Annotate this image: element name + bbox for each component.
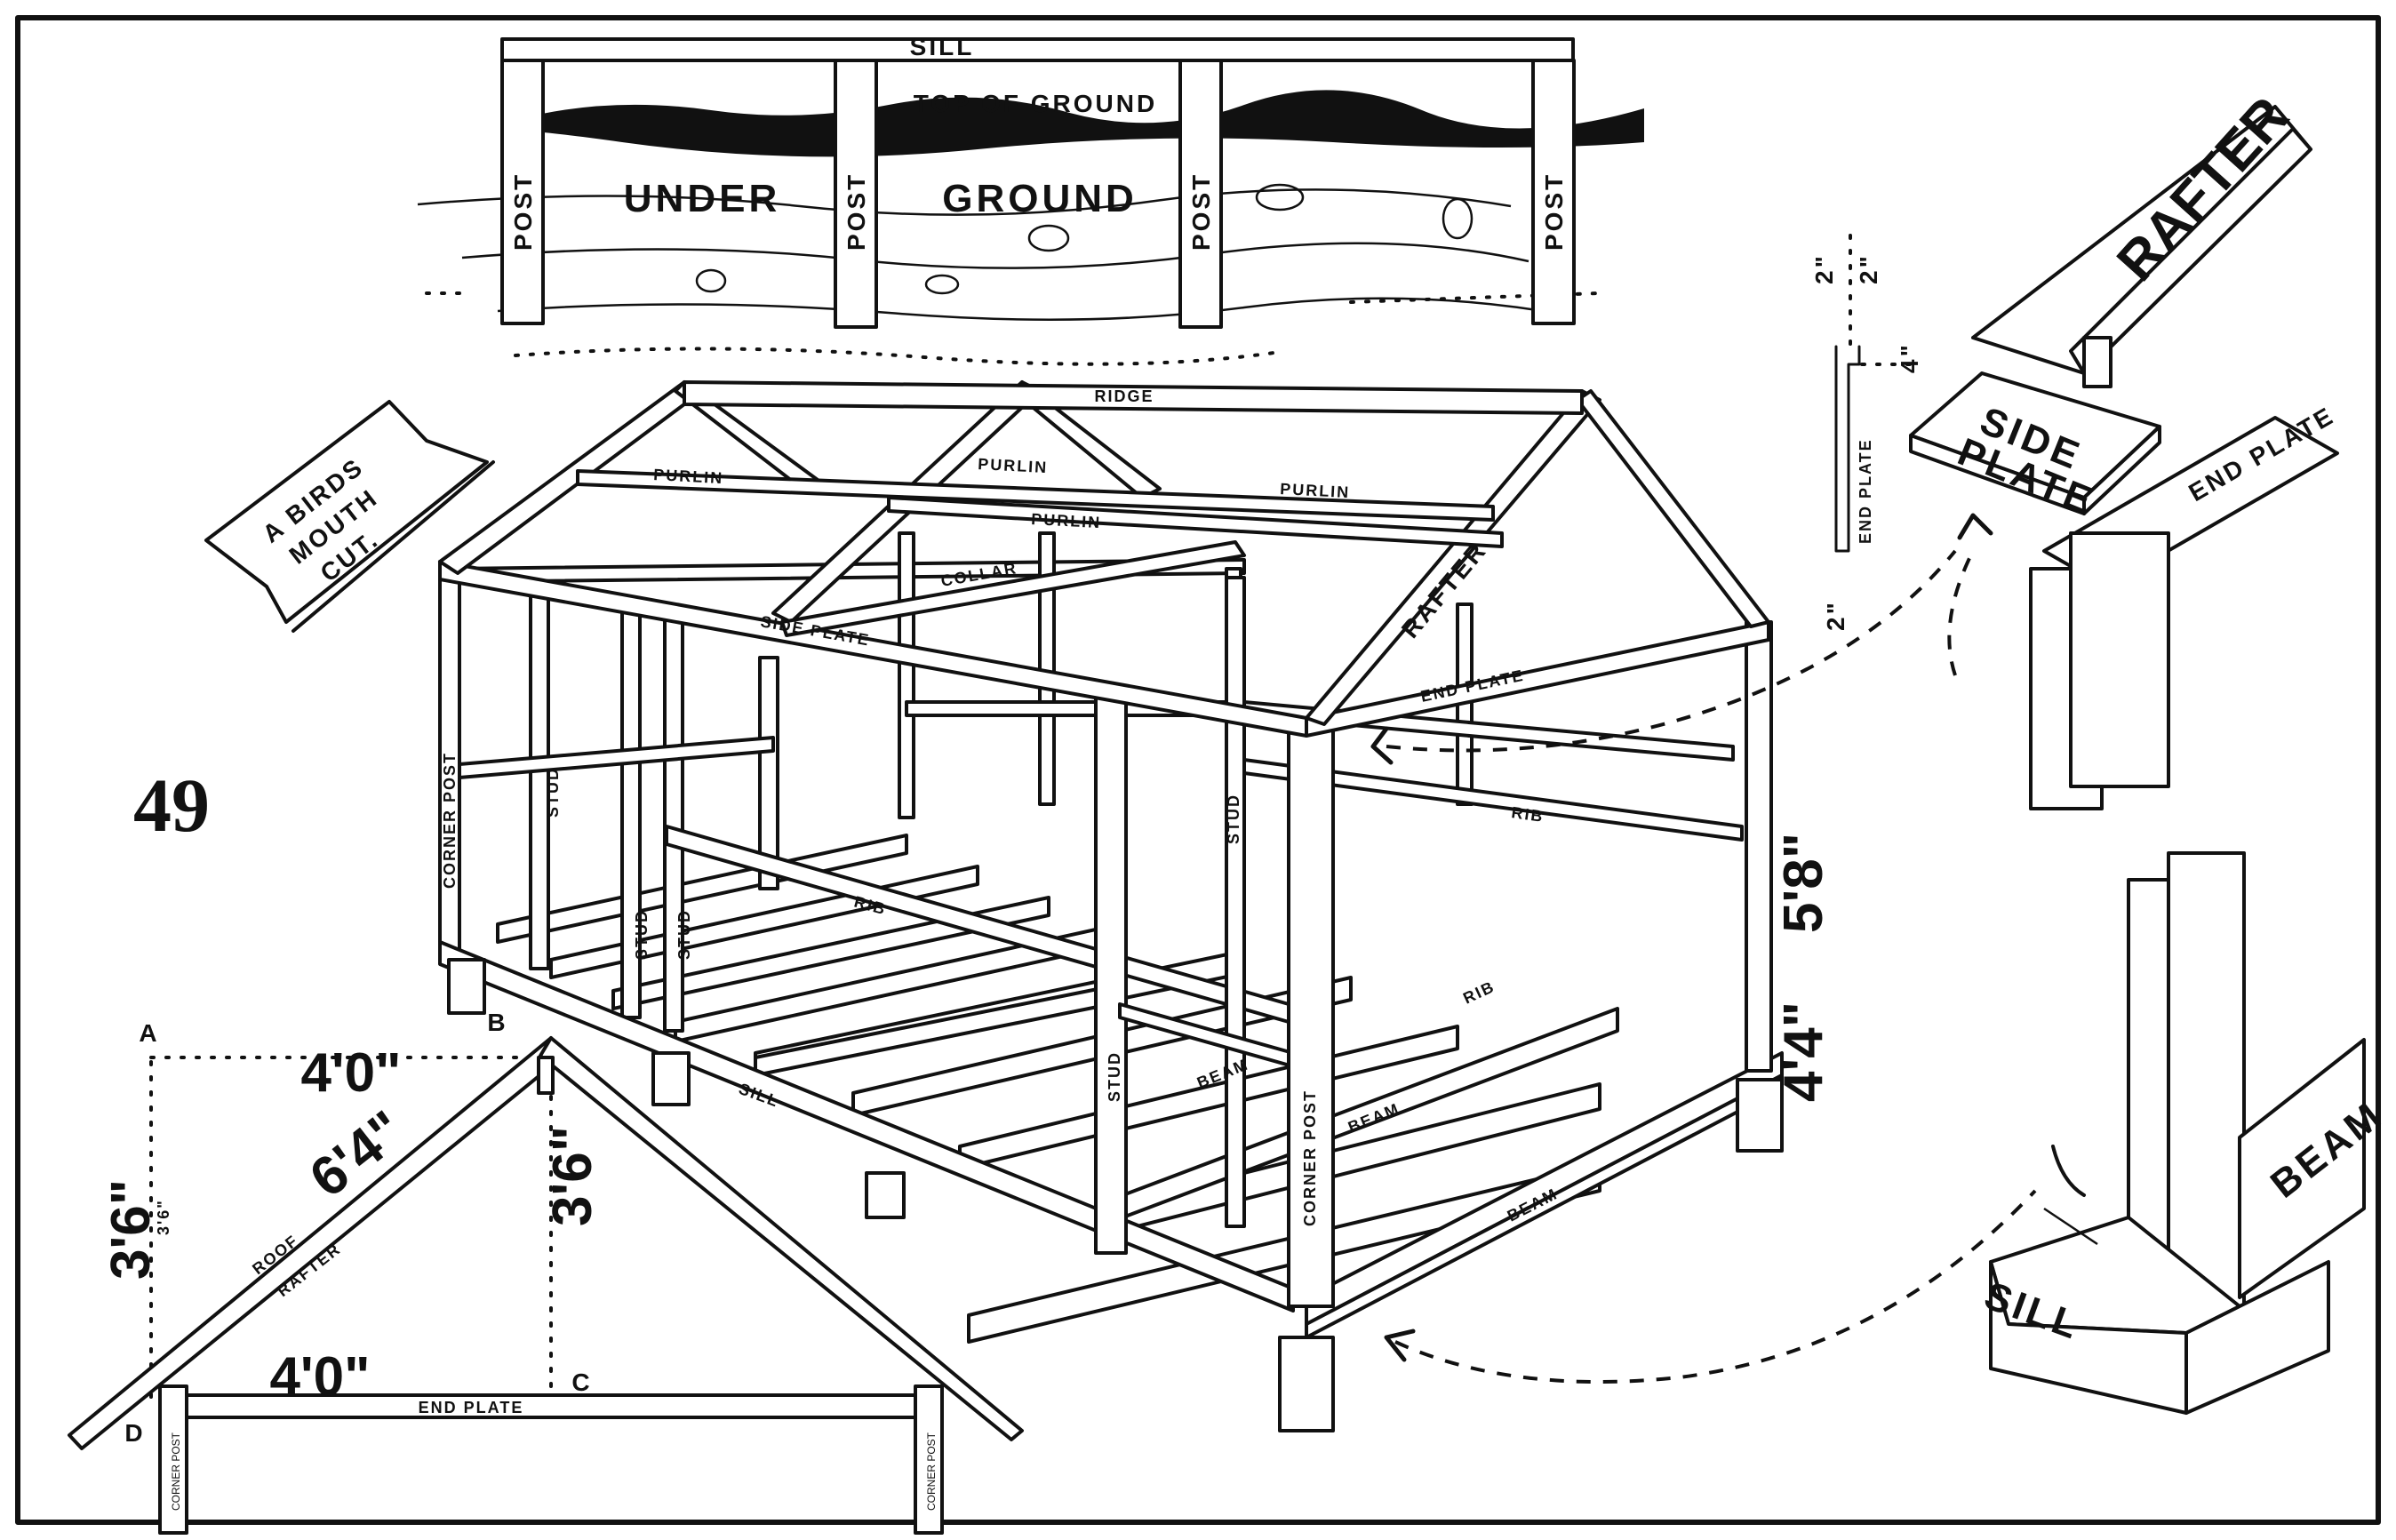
sill	[438, 940, 1295, 1313]
under-label: UNDER	[624, 177, 780, 220]
ridge	[683, 380, 1584, 415]
post	[500, 59, 545, 325]
stud-label: STUD	[1106, 1051, 1123, 1102]
top-of-ground-label: TOP OF GROUND	[914, 90, 1157, 117]
post-label: POST	[509, 172, 537, 251]
rise-center-dim: 3'6"	[542, 1126, 603, 1226]
rise-left-small-dim: 3'6"	[155, 1199, 172, 1235]
truss-corner-post	[914, 1384, 944, 1535]
purlin-label: PURLIN	[978, 455, 1049, 476]
side-plate	[438, 560, 1308, 738]
stone	[1255, 183, 1305, 211]
stud-label: STUD	[633, 909, 651, 960]
rib-label: RIB	[1510, 803, 1545, 826]
point-b: B	[487, 1009, 507, 1036]
corner-post-front	[1287, 718, 1335, 1308]
post	[834, 59, 878, 329]
profile-dim-a: 2"	[1810, 253, 1838, 284]
stone	[1027, 224, 1070, 252]
figure-number: 49	[133, 762, 210, 848]
post-label: POST	[1187, 172, 1215, 251]
post-label: POST	[843, 172, 870, 251]
soil-line	[461, 242, 1529, 269]
top-run-dim: 4'0"	[300, 1042, 401, 1104]
floor-joist	[611, 896, 1050, 1010]
end-plate	[1305, 620, 1770, 738]
corner-post-label: CORNER POST	[1301, 1089, 1319, 1226]
footing	[447, 958, 486, 1015]
ground-surface	[507, 90, 1644, 157]
profile-dim-c: 4"	[1896, 342, 1923, 373]
purlin	[576, 469, 1495, 522]
stone	[1442, 197, 1474, 240]
truss-corner-post-label: CORNER POST	[170, 1432, 182, 1511]
detail-beam	[2238, 1038, 2366, 1299]
rafter	[1576, 389, 1770, 628]
stud	[898, 531, 915, 819]
post	[1178, 59, 1223, 329]
truss-corner-post	[158, 1384, 188, 1535]
stud	[663, 611, 684, 1033]
soil-line	[497, 297, 1565, 321]
main-frame: RIDGE PURLIN PURLIN PURLIN PURLIN COLLAR…	[438, 380, 1849, 1432]
point-c: C	[571, 1368, 592, 1396]
leader-arrow	[1386, 549, 1957, 753]
stud	[758, 656, 779, 890]
stud	[1094, 687, 1128, 1255]
footing	[865, 1171, 906, 1219]
stud	[1225, 576, 1246, 1228]
post	[1531, 59, 1576, 325]
base-height-dim: 4'4"	[1773, 1001, 1834, 1102]
point-a: A	[139, 1019, 159, 1047]
leader-arrow	[1394, 1189, 2037, 1384]
dim-2: 2"	[1822, 600, 1849, 631]
detail-stud	[2167, 851, 2246, 1317]
underground-detail: SILL TOP OF GROUND UNDER GROUND POST POS…	[417, 33, 1644, 366]
ground-label: GROUND	[942, 177, 1138, 220]
profile-dim-b: 2"	[1855, 253, 1882, 284]
top-sill	[500, 37, 1575, 62]
wall-height-dim: 5'8"	[1773, 833, 1834, 933]
purlin-label: PURLIN	[653, 466, 724, 487]
footing	[1278, 1336, 1335, 1432]
rib	[458, 736, 775, 779]
soil-line	[417, 188, 1512, 216]
end-plate-profile: END PLATE 2" 2" 4"	[1810, 234, 1923, 553]
detail-post	[2069, 531, 2170, 788]
stud-label: STUD	[675, 909, 693, 960]
post-label: POST	[1540, 172, 1568, 251]
stud-label: STUD	[544, 767, 562, 818]
sill-beam-detail: BEAM SILL	[1979, 851, 2392, 1415]
rafter-plate-detail: RAFTER SIDE PLATE END PLATE	[1909, 85, 2339, 810]
footing	[651, 1051, 691, 1106]
corner-post-back	[1745, 620, 1773, 1073]
point-d: D	[124, 1419, 145, 1447]
collar	[780, 540, 1246, 637]
truss-end-plate-label: END PLATE	[419, 1399, 524, 1416]
purlin-label: PURLIN	[1280, 480, 1351, 501]
stone	[924, 274, 960, 295]
sill-label: SILL	[910, 33, 975, 60]
floor-joist	[967, 1162, 1601, 1344]
stone	[695, 268, 727, 293]
soil-dots	[514, 347, 1282, 366]
stud-label: STUD	[1225, 794, 1242, 844]
figure-border	[15, 15, 2381, 1525]
footing	[1736, 1078, 1784, 1153]
truss-diagram: A B C D 4'0" 6'4" 3'6" 3'6" 3'6" 4'0" RO…	[68, 1009, 1024, 1535]
purlin-label: PURLIN	[1031, 510, 1102, 531]
purlin	[887, 496, 1504, 548]
ridge-label: RIDGE	[1094, 387, 1154, 405]
truss-corner-post-label: CORNER POST	[925, 1432, 938, 1511]
soil-dots	[1349, 291, 1601, 304]
rise-left-dim: 3'6"	[100, 1179, 162, 1280]
rib-label: RIB	[1460, 977, 1498, 1008]
end-plate-profile-label: END PLATE	[1857, 438, 1874, 544]
corner-post-label: CORNER POST	[441, 752, 459, 889]
base-run-dim: 4'0"	[269, 1346, 370, 1408]
truss-rafter	[539, 1036, 1024, 1441]
